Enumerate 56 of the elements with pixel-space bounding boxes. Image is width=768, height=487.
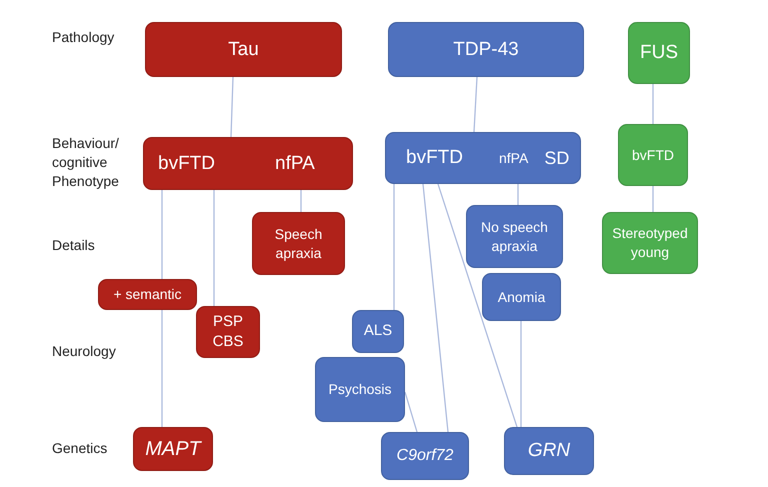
box-text: SD (544, 146, 570, 170)
category-box (133, 427, 213, 471)
box-text: PSP CBS (212, 312, 244, 352)
box-text: No speech apraxia (480, 218, 549, 256)
category-box (628, 22, 690, 84)
box-text: nfPA (499, 148, 528, 168)
box-text: bvFTD (158, 152, 215, 176)
box-text: ALS (364, 321, 392, 342)
row-label: Neurology (52, 342, 117, 361)
category-box (143, 137, 353, 190)
category-box (315, 357, 405, 422)
connector-line (517, 184, 519, 205)
box-text: + semantic (113, 285, 182, 304)
category-box (98, 279, 197, 310)
connector-line (422, 184, 449, 432)
connector-line (393, 184, 395, 310)
connector-line (652, 84, 654, 124)
row-label: Behaviour/ cognitive Phenotype (52, 134, 120, 191)
box-text: C9orf72 (396, 446, 454, 466)
connector-line (161, 310, 163, 427)
box-text: Speech apraxia (274, 224, 324, 262)
category-box (145, 22, 342, 77)
category-box (385, 132, 581, 184)
row-label: Details (52, 236, 96, 255)
box-text: Stereotyped young (611, 224, 689, 262)
box-text: Anomia (498, 288, 546, 306)
category-box (504, 427, 594, 475)
box-text: FUS (640, 41, 678, 66)
row-label: Genetics (52, 439, 108, 458)
box-text: bvFTD (632, 146, 674, 164)
category-box (602, 212, 698, 274)
box-text: Psychosis (328, 380, 392, 399)
connector-line (404, 392, 418, 432)
connector-line (520, 321, 522, 427)
category-box (196, 306, 260, 358)
connector-line (300, 190, 302, 212)
category-box (388, 22, 584, 77)
box-text: TDP-43 (453, 38, 519, 62)
box-text: Tau (228, 38, 259, 62)
connector-line (473, 76, 478, 132)
category-box (618, 124, 688, 186)
connector-line (230, 76, 234, 138)
box-text: bvFTD (406, 146, 463, 170)
connector-line (652, 186, 654, 212)
category-box (381, 432, 469, 480)
connector-line (437, 184, 518, 428)
box-text: nfPA (275, 152, 315, 176)
connector-line (213, 190, 215, 306)
row-label: Pathology (52, 28, 116, 47)
box-text: GRN (528, 439, 570, 464)
category-box (482, 273, 561, 321)
box-text: MAPT (145, 436, 201, 462)
category-box (352, 310, 404, 353)
connector-line (161, 190, 163, 279)
category-box (466, 205, 563, 268)
category-box (252, 212, 345, 275)
